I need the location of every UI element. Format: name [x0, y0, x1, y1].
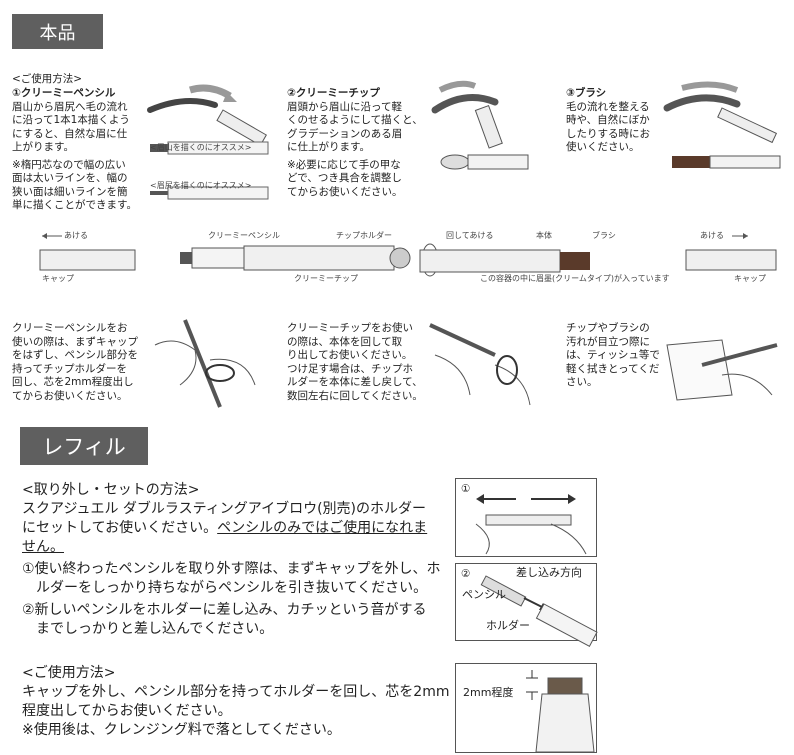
hands-tip-illustration: [429, 323, 531, 406]
pencil-note-line: ※楕円芯なので幅の広い: [12, 158, 126, 171]
refill-figure-3: 2mm程度: [455, 663, 597, 753]
refill-step-line: ①使い終わったペンシルを取り外す際は、まずキャップを外し、ホ: [22, 561, 441, 577]
usage-tip-line: り出してお使いください。: [287, 349, 413, 361]
usage-clean-line: 汚れが目立つ際に: [566, 335, 650, 348]
label-body: 本体: [536, 231, 552, 240]
usage-tip-line: の際は、本体を回して取: [287, 335, 403, 348]
parts-diagram: [39, 233, 777, 277]
pencil-body-line: 眉山から眉尻へ毛の流れ: [12, 100, 128, 113]
tip-note-line: てからお使いください。: [287, 185, 403, 198]
brush-body-line: 時や、自然にぼか: [566, 114, 650, 126]
remove-header: <取り外し・セットの方法>: [22, 482, 200, 498]
usage-tip-text: クリーミーチップをお使い の際は、本体を回して取 り出してお使いください。 つけ…: [287, 322, 432, 403]
figure-2-direction-label: 差し込み方向: [516, 566, 582, 579]
label-brush: ブラシ: [592, 231, 616, 240]
section-title-honpin: 本品: [12, 14, 103, 49]
label-tip-holder: チップホルダー: [336, 231, 392, 240]
pencil-brow-illustration: [147, 84, 269, 200]
howto-header: <ご使用方法>: [12, 73, 83, 85]
tip-note-line: どで、つき具合を調整し: [287, 172, 402, 184]
brush-body-line: 毛の流れを整える: [566, 100, 650, 113]
label-creamy-tip: クリーミーチップ: [294, 274, 358, 283]
brush-brow-illustration: [663, 81, 781, 169]
usage-pencil-line: 使いの際は、まずキャップ: [12, 335, 138, 348]
figure-2-number: ②: [461, 568, 471, 580]
refill-howto-line: ※使用後は、クレンジング料で落としてください。: [22, 722, 341, 738]
pencil-note-line: 面は太いラインを、幅の: [12, 172, 128, 184]
brush-body-line: 使いください。: [566, 141, 640, 153]
refill-warning: ペンシルのみではご使用になれま: [217, 520, 428, 536]
tip-body-line: くのせるようにして描くと、: [287, 114, 423, 126]
brush-text-block: ③ブラシ 毛の流れを整える 時や、自然にぼか したりする時にお 使いください。: [566, 87, 666, 155]
usage-tip-line: 数回左右に回してください。: [287, 389, 423, 402]
label-rotate-open: 回してあける: [446, 231, 494, 240]
label-cap-left: キャップ: [42, 274, 74, 283]
section-title-refill: レフィル: [20, 427, 148, 465]
usage-pencil-line: をはずし、ペンシル部分を: [12, 349, 138, 361]
refill-step-line: ルダーをしっかり持ちながらペンシルを引き抜いてください。: [36, 580, 428, 596]
brush-body-line: したりする時にお: [566, 127, 650, 140]
brush-heading: ③ブラシ: [566, 87, 607, 99]
usage-tip-line: クリーミーチップをお使い: [287, 322, 413, 334]
refill-line: にセットしてお使いください。ペンシルのみではご使用になれま: [22, 519, 452, 538]
label-container-note: この容器の中に眉墨(クリームタイプ)が入っています: [480, 274, 670, 283]
refill-howto-block: <ご使用方法> キャップを外し、ペンシル部分を持ってホルダーを回し、芯を2mm …: [22, 664, 452, 740]
usage-clean-line: チップやブラシの: [566, 322, 650, 334]
refill-howto-line: 程度出してからお使いください。: [22, 703, 232, 719]
figure-1-number: ①: [461, 483, 471, 495]
tip-body-line: に仕上がります。: [287, 141, 370, 153]
hand-tissue-illustration: [666, 339, 778, 401]
label-cap-right: キャップ: [734, 274, 766, 283]
refill-warning: せん。: [22, 539, 64, 555]
tip-body-line: グラデーションのある眉: [287, 127, 403, 140]
usage-tip-line: ルダーを本体に差し戻して、: [287, 376, 423, 388]
usage-tip-line: つけ足す場合は、チップホ: [287, 362, 413, 375]
hands-pencil-illustration: [154, 319, 256, 408]
pencil-body-line: にすると、自然な眉に仕: [12, 127, 128, 140]
tip-heading: ②クリーミーチップ: [287, 87, 380, 99]
label-open-right: あける: [700, 231, 724, 240]
refill-line-plain: にセットしてお使いください。: [22, 520, 218, 536]
usage-pencil-line: クリーミーペンシルをお: [12, 322, 128, 334]
refill-text-block: <取り外し・セットの方法> スクアジュエル ダブルラスティングアイブロウ(別売)…: [22, 481, 452, 639]
tip-brow-illustration: [431, 80, 529, 170]
label-brow-peak: <眉山を描くのにオススメ>: [150, 143, 252, 152]
pencil-note-line: 単に描くことができます。: [12, 199, 137, 211]
refill-step-line: までしっかりと差し込んでください。: [36, 621, 274, 637]
usage-clean-line: さい。: [566, 376, 598, 388]
tip-text-block: ②クリーミーチップ 眉頭から眉山に沿って軽 くのせるようにして描くと、 グラデー…: [287, 87, 427, 199]
usage-pencil-line: 持ってチップホルダーを: [12, 362, 127, 375]
refill-howto-line: キャップを外し、ペンシル部分を持ってホルダーを回し、芯を2mm: [22, 684, 450, 700]
usage-pencil-line: 回し、芯を2mm程度出し: [12, 376, 134, 388]
figure-2-pencil-label: ペンシル: [462, 588, 506, 601]
tip-body-line: 眉頭から眉山に沿って軽: [287, 100, 402, 113]
refill-howto-header: <ご使用方法>: [22, 665, 116, 681]
label-brow-tail: <眉尻を描くのにオススメ>: [150, 181, 252, 190]
pencil-text-block: ①クリーミーペンシル 眉山から眉尻へ毛の流れ に沿って1本1本描くよう にすると…: [12, 87, 162, 213]
refill-figure-2: ② 差し込み方向 ペンシル ホルダー: [455, 563, 598, 647]
usage-pencil-text: クリーミーペンシルをお 使いの際は、まずキャップ をはずし、ペンシル部分を 持っ…: [12, 322, 157, 403]
usage-clean-line: は、ティッシュ等で: [566, 349, 660, 361]
tip-note-line: ※必要に応じて手の甲な: [287, 158, 401, 171]
usage-clean-text: チップやブラシの 汚れが目立つ際に は、ティッシュ等で 軽く拭きとってくだ さい…: [566, 322, 666, 390]
usage-pencil-line: てからお使いください。: [12, 389, 128, 402]
usage-clean-line: 軽く拭きとってくだ: [566, 362, 660, 375]
figure-2-holder-label: ホルダー: [486, 619, 530, 632]
pencil-body-line: に沿って1本1本描くよう: [12, 114, 130, 126]
figure-3-label: 2mm程度: [463, 686, 514, 699]
pencil-note-line: 狭い面は細いラインを簡: [12, 185, 128, 198]
label-creamy-pencil: クリーミーペンシル: [208, 231, 280, 240]
pencil-heading: ①クリーミーペンシル: [12, 87, 116, 99]
label-open-left: あける: [64, 231, 88, 240]
refill-step-line: ②新しいペンシルをホルダーに差し込み、カチッという音がする: [22, 602, 427, 618]
pencil-body-line: 上がります。: [12, 141, 74, 153]
refill-line: スクアジュエル ダブルラスティングアイブロウ(別売)のホルダー: [22, 501, 427, 517]
refill-figure-1: ①: [455, 478, 597, 557]
